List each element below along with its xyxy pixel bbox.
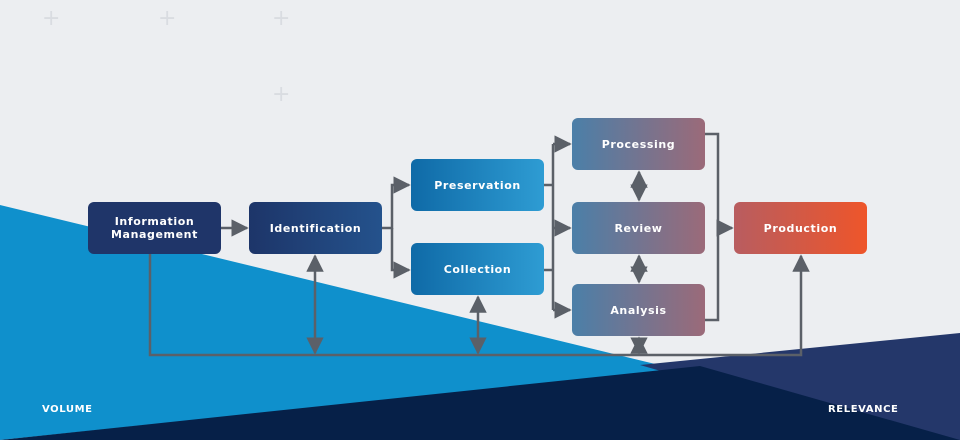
- analysis-node: Analysis: [572, 284, 705, 336]
- decorative-plus-icon: +: [42, 6, 61, 31]
- production-node: Production: [734, 202, 867, 254]
- processing-node: Processing: [572, 118, 705, 170]
- identification-node: Identification: [249, 202, 382, 254]
- preservation-node: Preservation: [411, 159, 544, 211]
- dark-wedge: [0, 366, 960, 440]
- arrow-ident-to-preservation: [382, 176, 411, 230]
- relevance-wedge: [640, 333, 960, 440]
- review-node: Review: [572, 202, 705, 254]
- relevance-label: RELEVANCE: [828, 404, 899, 415]
- line-feedback-loop: [148, 254, 810, 357]
- line-output-bus: [705, 132, 720, 322]
- volume-wedge: [0, 205, 680, 440]
- arrow-ident-to-collection: [390, 228, 411, 279]
- decorative-plus-icon: +: [272, 82, 291, 107]
- decorative-plus-icon: +: [158, 6, 177, 31]
- decorative-plus-icon: +: [272, 6, 291, 31]
- information-management-node: Information Management: [88, 202, 221, 254]
- collection-node: Collection: [411, 243, 544, 295]
- volume-label: VOLUME: [42, 404, 93, 415]
